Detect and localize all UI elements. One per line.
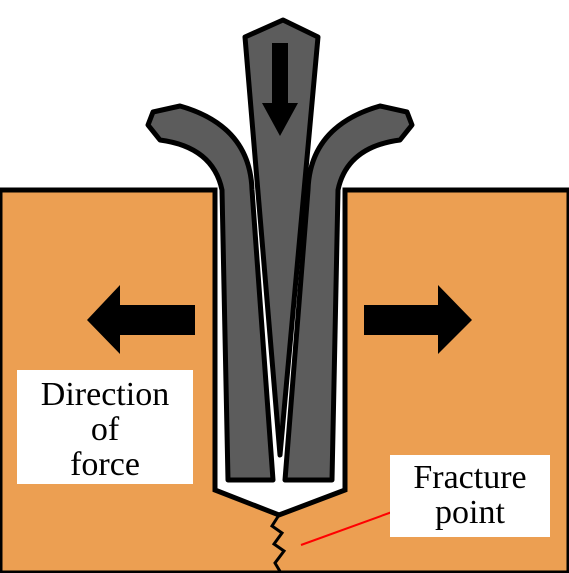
- arrow-left-icon: [87, 285, 195, 354]
- direction-label-line-3: force: [70, 446, 140, 483]
- fracture-point-label: Fracture point: [390, 455, 550, 537]
- fracture-crack: [269, 514, 287, 573]
- fracture-label-line-2: point: [435, 494, 505, 531]
- direction-label-line-1: Direction: [40, 376, 170, 413]
- right-feather: [282, 103, 415, 483]
- direction-label-line-2: of: [90, 411, 120, 448]
- arrow-down-icon: [262, 43, 298, 136]
- fracture-label-line-1: Fracture: [413, 459, 527, 496]
- direction-of-force-label: Direction of force: [17, 370, 193, 484]
- fracture-leader-line: [300, 511, 393, 546]
- arrow-right-icon: [364, 285, 472, 354]
- central-plug-wedge: [242, 17, 321, 458]
- left-feather: [145, 103, 276, 483]
